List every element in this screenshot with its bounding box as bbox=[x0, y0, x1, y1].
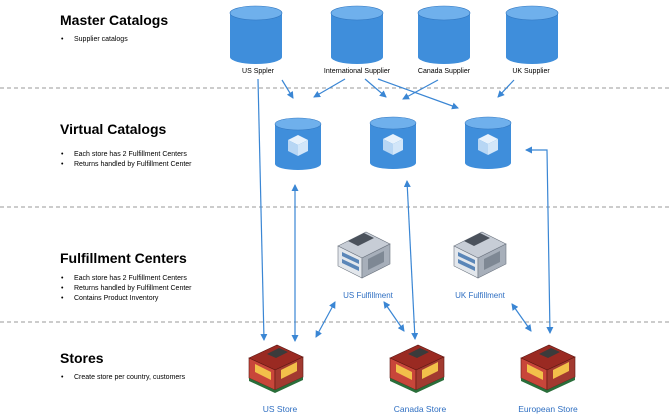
arrow-uk-supplier-to-vc3 bbox=[497, 79, 515, 98]
european-store-building-icon bbox=[520, 344, 576, 394]
canada-store-building-icon bbox=[389, 344, 445, 394]
supplier-label-us: US Sppler bbox=[242, 68, 274, 75]
fulfillment-label-uk: UK Fulfillment bbox=[455, 291, 505, 300]
arrow-intl-supplier-to-vc2 bbox=[364, 78, 387, 98]
supplier-label-uk: UK Supplier bbox=[512, 68, 550, 75]
section-title-virtual-catalogs: Virtual Catalogs bbox=[60, 121, 167, 137]
fulfillment-center-buildings bbox=[337, 231, 507, 279]
bullet-item: Supplier catalogs bbox=[60, 35, 128, 45]
virtual-catalogs-bullets: Each store has 2 Fulfillment Centers Ret… bbox=[60, 150, 192, 170]
arrow-vc2-to-canada-store bbox=[403, 180, 419, 340]
international-supplier-database-icon bbox=[330, 5, 384, 65]
virtual-catalog-databases bbox=[274, 116, 512, 171]
fulfillment-centers-bullets: Each store has 2 Fulfillment Centers Ret… bbox=[60, 274, 192, 304]
arrow-us-fulfillment-to-us-store bbox=[315, 301, 336, 338]
virtual-catalog-icon bbox=[369, 116, 417, 170]
master-catalogs-bullets: Supplier catalogs bbox=[60, 35, 128, 45]
section-title-stores: Stores bbox=[60, 350, 104, 366]
section-title-master-catalogs: Master Catalogs bbox=[60, 12, 169, 28]
bullet-item: Each store has 2 Fulfillment Centers bbox=[60, 274, 192, 284]
uk-supplier-database-icon bbox=[505, 5, 559, 65]
store-label-us: US Store bbox=[262, 404, 298, 414]
store-buildings bbox=[248, 344, 576, 394]
bullet-item: Create store per country, customers bbox=[60, 373, 185, 383]
arrow-intl-supplier-to-vc3 bbox=[377, 78, 459, 110]
arrow-us-supplier-to-us-store bbox=[257, 78, 268, 341]
bullet-item: Returns handled by Fulfillment Center bbox=[60, 284, 192, 294]
canada-supplier-database-icon bbox=[417, 5, 471, 65]
us-store-building-icon bbox=[248, 344, 304, 394]
bullet-item: Each store has 2 Fulfillment Centers bbox=[60, 150, 192, 160]
connector-arrows bbox=[257, 78, 554, 342]
master-catalog-databases bbox=[229, 5, 559, 65]
arrow-intl-supplier-to-vc1 bbox=[313, 78, 346, 98]
arrow-us-fulfillment-to-canada-store bbox=[383, 301, 405, 332]
fulfillment-label-us: US Fulfillment bbox=[343, 291, 393, 300]
bullet-item: Returns handled by Fulfillment Center bbox=[60, 160, 192, 170]
arrow-vc3-to-european-store bbox=[525, 146, 554, 334]
store-label-canada: Canada Store bbox=[393, 404, 447, 414]
us-fulfillment-warehouse-icon bbox=[337, 231, 391, 279]
section-title-fulfillment-centers: Fulfillment Centers bbox=[60, 250, 187, 266]
arrow-us-supplier-to-vc1 bbox=[281, 79, 294, 99]
bullet-item: Contains Product Inventory bbox=[60, 294, 192, 304]
supplier-label-international: International Supplier bbox=[323, 68, 391, 75]
arrow-canada-supplier-to-vc2 bbox=[402, 79, 439, 100]
store-label-european: European Store bbox=[518, 404, 578, 414]
us-supplier-database-icon bbox=[229, 5, 283, 65]
uk-fulfillment-warehouse-icon bbox=[453, 231, 507, 279]
stores-bullets: Create store per country, customers bbox=[60, 373, 185, 383]
virtual-catalog-icon bbox=[274, 117, 322, 171]
supplier-label-canada: Canada Supplier bbox=[417, 68, 471, 75]
arrow-uk-fulfillment-to-european-store bbox=[511, 303, 532, 332]
virtual-catalog-icon bbox=[464, 116, 512, 170]
